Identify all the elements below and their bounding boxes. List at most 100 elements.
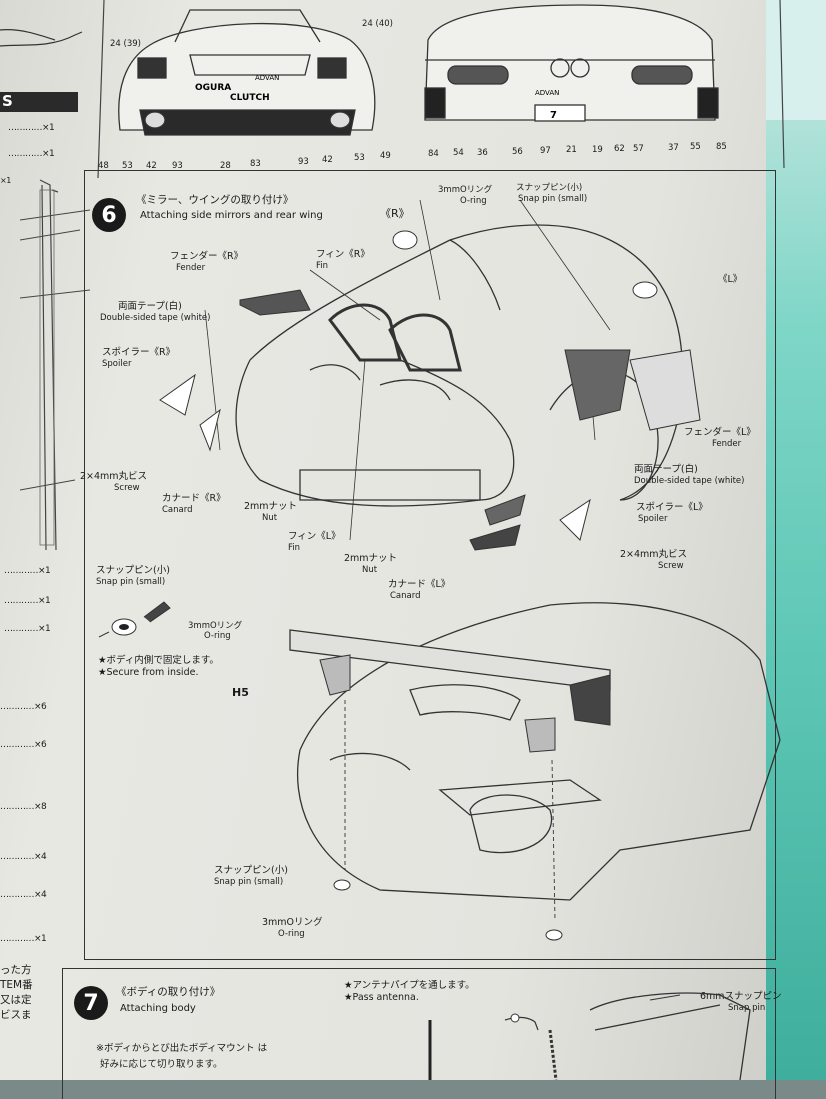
callout-number: 84 — [428, 149, 439, 159]
list-item: …………×1 — [0, 934, 47, 944]
footer-line: った方 — [0, 964, 32, 976]
label-snap-jp: スナップピン(小) — [516, 183, 583, 193]
list-item: …………×6 — [0, 740, 47, 750]
step7-drawing — [428, 992, 751, 1081]
step-title-en: Attaching side mirrors and rear wing — [140, 210, 323, 221]
label-screw-l-en: Screw — [658, 561, 684, 571]
callout-number: 56 — [512, 147, 523, 157]
callout-number: 83 — [250, 159, 261, 169]
label-canard-r-jp: カナード《R》 — [162, 493, 226, 504]
list-item: …………×6 — [0, 702, 47, 712]
label-canard-l-jp: カナード《L》 — [388, 579, 451, 590]
label-wing-oring-jp: 3mmOリング — [262, 917, 323, 928]
step7-snap6-jp: 6mmスナップピン — [700, 991, 782, 1002]
label-screw-r-en: Screw — [114, 483, 140, 493]
list-item: …………×1 — [8, 123, 55, 133]
label-spoiler-l-en: Spoiler — [638, 514, 668, 524]
callout-number: 24 (40) — [362, 19, 393, 29]
callout-number: 55 — [690, 142, 701, 152]
label-wing-snap-en: Snap pin (small) — [214, 877, 284, 887]
label-wing-oring-en: O-ring — [278, 929, 305, 939]
background-cutting-mat — [766, 0, 826, 1080]
label-screw-l-jp: 2×4mm丸ビス — [620, 549, 688, 560]
callout-number: 19 — [592, 145, 603, 155]
callout-number: 21 — [566, 145, 577, 155]
callout-number: 93 — [298, 157, 309, 167]
step-6-panel — [84, 170, 776, 960]
section-header-bar: S — [0, 92, 78, 112]
step-number-badge-7: 7 — [74, 986, 108, 1020]
label-fin-en: Fin — [316, 261, 329, 271]
label-detail-oring-en: O-ring — [204, 631, 231, 641]
label-spoiler-l-jp: スポイラー《L》 — [636, 502, 708, 513]
decal-clutch: CLUTCH — [230, 93, 270, 103]
label-tape-jp: 両面テープ(白) — [118, 301, 182, 312]
callout-number: 97 — [540, 146, 551, 156]
list-item: …………×8 — [0, 802, 47, 812]
list-item: …………×4 — [0, 852, 47, 862]
list-item: …………×1 — [8, 149, 55, 159]
decal-ogura: OGURA — [195, 83, 231, 93]
label-nut-l-en: Nut — [362, 565, 378, 575]
label-nut-l-jp: 2mmナット — [344, 553, 398, 564]
label-fin-l-jp: フィン《L》 — [288, 531, 341, 542]
label-fin-r-jp: フィン《R》 — [316, 249, 370, 260]
left-top-sketch — [0, 29, 83, 47]
label-screw-r-jp: 2×4mm丸ビス — [80, 471, 148, 482]
label-fender-l-en: Fender — [712, 439, 742, 449]
callout-number: 57 — [633, 144, 644, 154]
callout-number: 62 — [614, 144, 625, 154]
label-nut-r-en: Nut — [262, 513, 278, 523]
footer-line: 又は定 — [0, 994, 32, 1006]
callout-number: 49 — [380, 151, 391, 161]
label-fin-l-en: Fin — [288, 543, 301, 553]
label-spoiler-en: Spoiler — [102, 359, 132, 369]
label-canard-r-en: Canard — [162, 505, 193, 515]
callout-number: 24 (39) — [110, 39, 141, 49]
callout-number: 85 — [716, 142, 727, 152]
list-item: …………×1 — [4, 624, 51, 634]
label-tape-l-jp: 両面テープ(白) — [634, 464, 698, 475]
step7-note-jp-2: 好みに応じて切り取ります。 — [100, 1059, 223, 1070]
label-fender-l-jp: フェンダー《L》 — [684, 427, 756, 438]
label-tape-en: Double-sided tape (white) — [100, 313, 211, 323]
label-fender-en: Fender — [176, 263, 206, 273]
list-item: …………×4 — [0, 890, 47, 900]
step7-antenna-en: ★Pass antenna. — [344, 992, 419, 1003]
part-label-h5: H5 — [232, 686, 249, 699]
rear-body-drawing — [289, 602, 781, 941]
label-detail-oring-jp: 3mmOリング — [188, 621, 243, 631]
decal-placement-views: OGURA CLUTCH ADVAN 7 ADVAN — [97, 0, 785, 179]
callout-number: 54 — [453, 148, 464, 158]
step7-title-en: Attaching body — [120, 1003, 196, 1014]
rear-view-car — [424, 4, 719, 122]
callout-number: 42 — [146, 161, 157, 171]
list-item-misc: ×1 — [0, 176, 11, 185]
decal-advan-front: ADVAN — [255, 74, 279, 82]
callout-number: 42 — [322, 155, 333, 165]
footer-line: TEM番 — [0, 979, 33, 991]
label-fender-r-jp: フェンダー《R》 — [170, 251, 244, 262]
background-paper-corner — [766, 0, 826, 120]
label-detail-snap-en: Snap pin (small) — [96, 577, 166, 587]
callout-number: 37 — [668, 143, 679, 153]
front-view-car — [118, 9, 376, 136]
footer-line: ビスま — [0, 1009, 32, 1021]
left-sprue-drawing — [19, 179, 91, 551]
label-nut-r-jp: 2mmナット — [244, 501, 298, 512]
step7-note-jp-1: ※ボディからとび出たボディマウント は — [96, 1043, 268, 1054]
decal-advan-rear: ADVAN — [535, 89, 559, 97]
label-spoiler-r-jp: スポイラー《R》 — [102, 347, 176, 358]
label-mirror-r: 《R》 — [380, 207, 410, 220]
label-canard-l-en: Canard — [390, 591, 421, 601]
callout-number: 53 — [354, 153, 365, 163]
callout-number: 28 — [220, 161, 231, 171]
label-oring-jp: 3mmOリング — [438, 185, 493, 195]
front-body-drawing — [159, 199, 701, 551]
callout-number: 36 — [477, 148, 488, 158]
callout-number: 93 — [172, 161, 183, 171]
step-7-panel — [62, 968, 776, 1099]
label-detail-snap-jp: スナップピン(小) — [96, 565, 170, 576]
step7-antenna-jp: ★アンテナパイプを通します。 — [344, 980, 475, 991]
label-snap-en: Snap pin (small) — [518, 194, 588, 204]
